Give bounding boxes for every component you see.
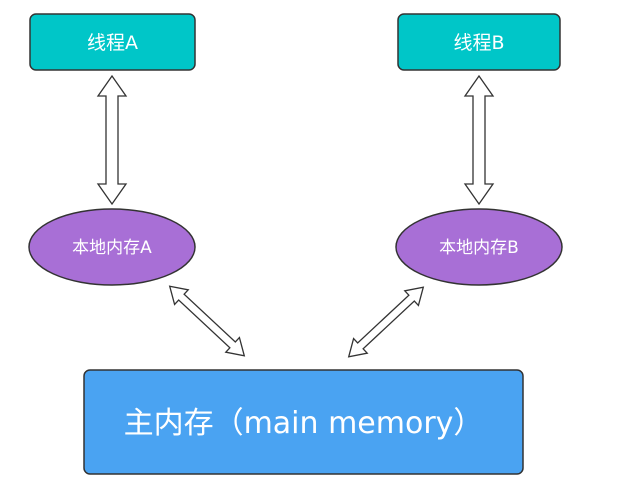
arrow-local-b-main <box>347 286 425 358</box>
main-memory-node: 主内存（main memory） <box>83 369 524 475</box>
local-memory-b-node: 本地内存B <box>395 208 563 286</box>
local-memory-a-label: 本地内存A <box>72 238 152 258</box>
arrow-thread-a-local-a <box>96 74 128 206</box>
main-memory-box <box>83 369 524 475</box>
local-memory-b-label: 本地内存B <box>439 238 519 258</box>
arrow-local-b-main-wrapper <box>347 286 425 358</box>
thread-b-box <box>397 13 561 71</box>
thread-a-label: 线程A <box>87 32 138 54</box>
arrow-local-a-main-wrapper <box>168 285 246 357</box>
local-memory-b-ellipse <box>395 208 563 286</box>
thread-a-node: 线程A <box>29 13 196 71</box>
thread-b-node: 线程B <box>397 13 561 71</box>
arrow-local-a-main <box>168 285 246 357</box>
thread-b-label: 线程B <box>453 32 504 54</box>
arrow-thread-b-local-b <box>463 74 495 206</box>
local-memory-a-ellipse <box>28 208 196 286</box>
local-memory-a-node: 本地内存A <box>28 208 196 286</box>
thread-a-box <box>29 13 196 71</box>
main-memory-label: 主内存（main memory） <box>124 406 484 441</box>
